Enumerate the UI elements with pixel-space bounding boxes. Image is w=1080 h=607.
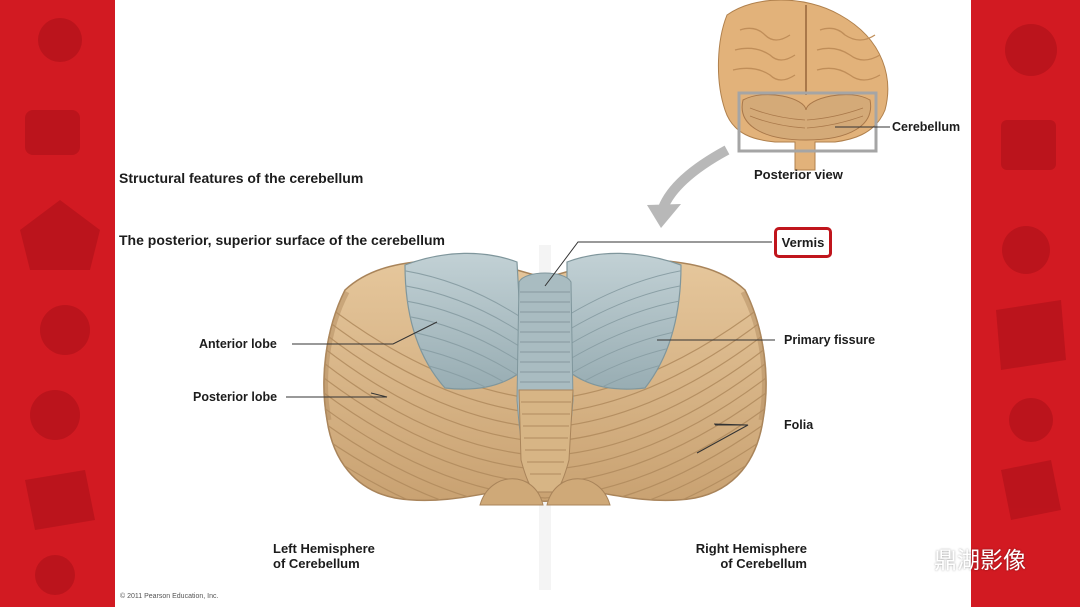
caption-right-hemisphere: Right Hemisphere of Cerebellum bbox=[677, 541, 807, 571]
caption-right-hemisphere-line1: Right Hemisphere bbox=[695, 541, 807, 556]
label-cerebellum: Cerebellum bbox=[892, 120, 961, 134]
leader-lines bbox=[286, 241, 775, 454]
pointer-arrow bbox=[647, 145, 730, 228]
inset-caption: Posterior view bbox=[754, 167, 843, 182]
right-decorative-border bbox=[971, 0, 1080, 607]
vermis-region bbox=[516, 272, 574, 493]
label-posterior-lobe: Posterior lobe bbox=[193, 390, 278, 404]
anterior-lobe-region bbox=[404, 252, 682, 390]
left-decorative-border bbox=[0, 0, 115, 607]
cerebellum-illustration bbox=[257, 0, 890, 590]
caption-right-hemisphere-line2: of Cerebellum bbox=[720, 556, 807, 571]
label-primary-fissure: Primary fissure bbox=[784, 333, 876, 347]
caption-left-hemisphere-line2: of Cerebellum bbox=[273, 556, 360, 571]
inset-brain-posterior-view bbox=[718, 0, 890, 171]
label-vermis: Vermis bbox=[781, 235, 825, 250]
heading-posterior-surface: The posterior, superior surface of the c… bbox=[119, 232, 445, 248]
caption-left-hemisphere: Left Hemisphere of Cerebellum bbox=[273, 541, 375, 571]
copyright-notice: © 2011 Pearson Education, Inc. bbox=[120, 593, 219, 600]
vermis-highlight-box: Vermis bbox=[774, 227, 832, 258]
watermark-text: 鼎湖影像 bbox=[934, 548, 1026, 574]
heading-structural-features: Structural features of the cerebellum bbox=[119, 170, 364, 186]
label-anterior-lobe: Anterior lobe bbox=[199, 337, 277, 351]
wechat-icon bbox=[891, 544, 928, 572]
label-folia: Folia bbox=[784, 418, 814, 432]
slide-canvas: Structural features of the cerebellum Th… bbox=[115, 0, 971, 607]
caption-left-hemisphere-line1: Left Hemisphere bbox=[273, 541, 375, 556]
watermark: 鼎湖影像 bbox=[890, 540, 1026, 576]
